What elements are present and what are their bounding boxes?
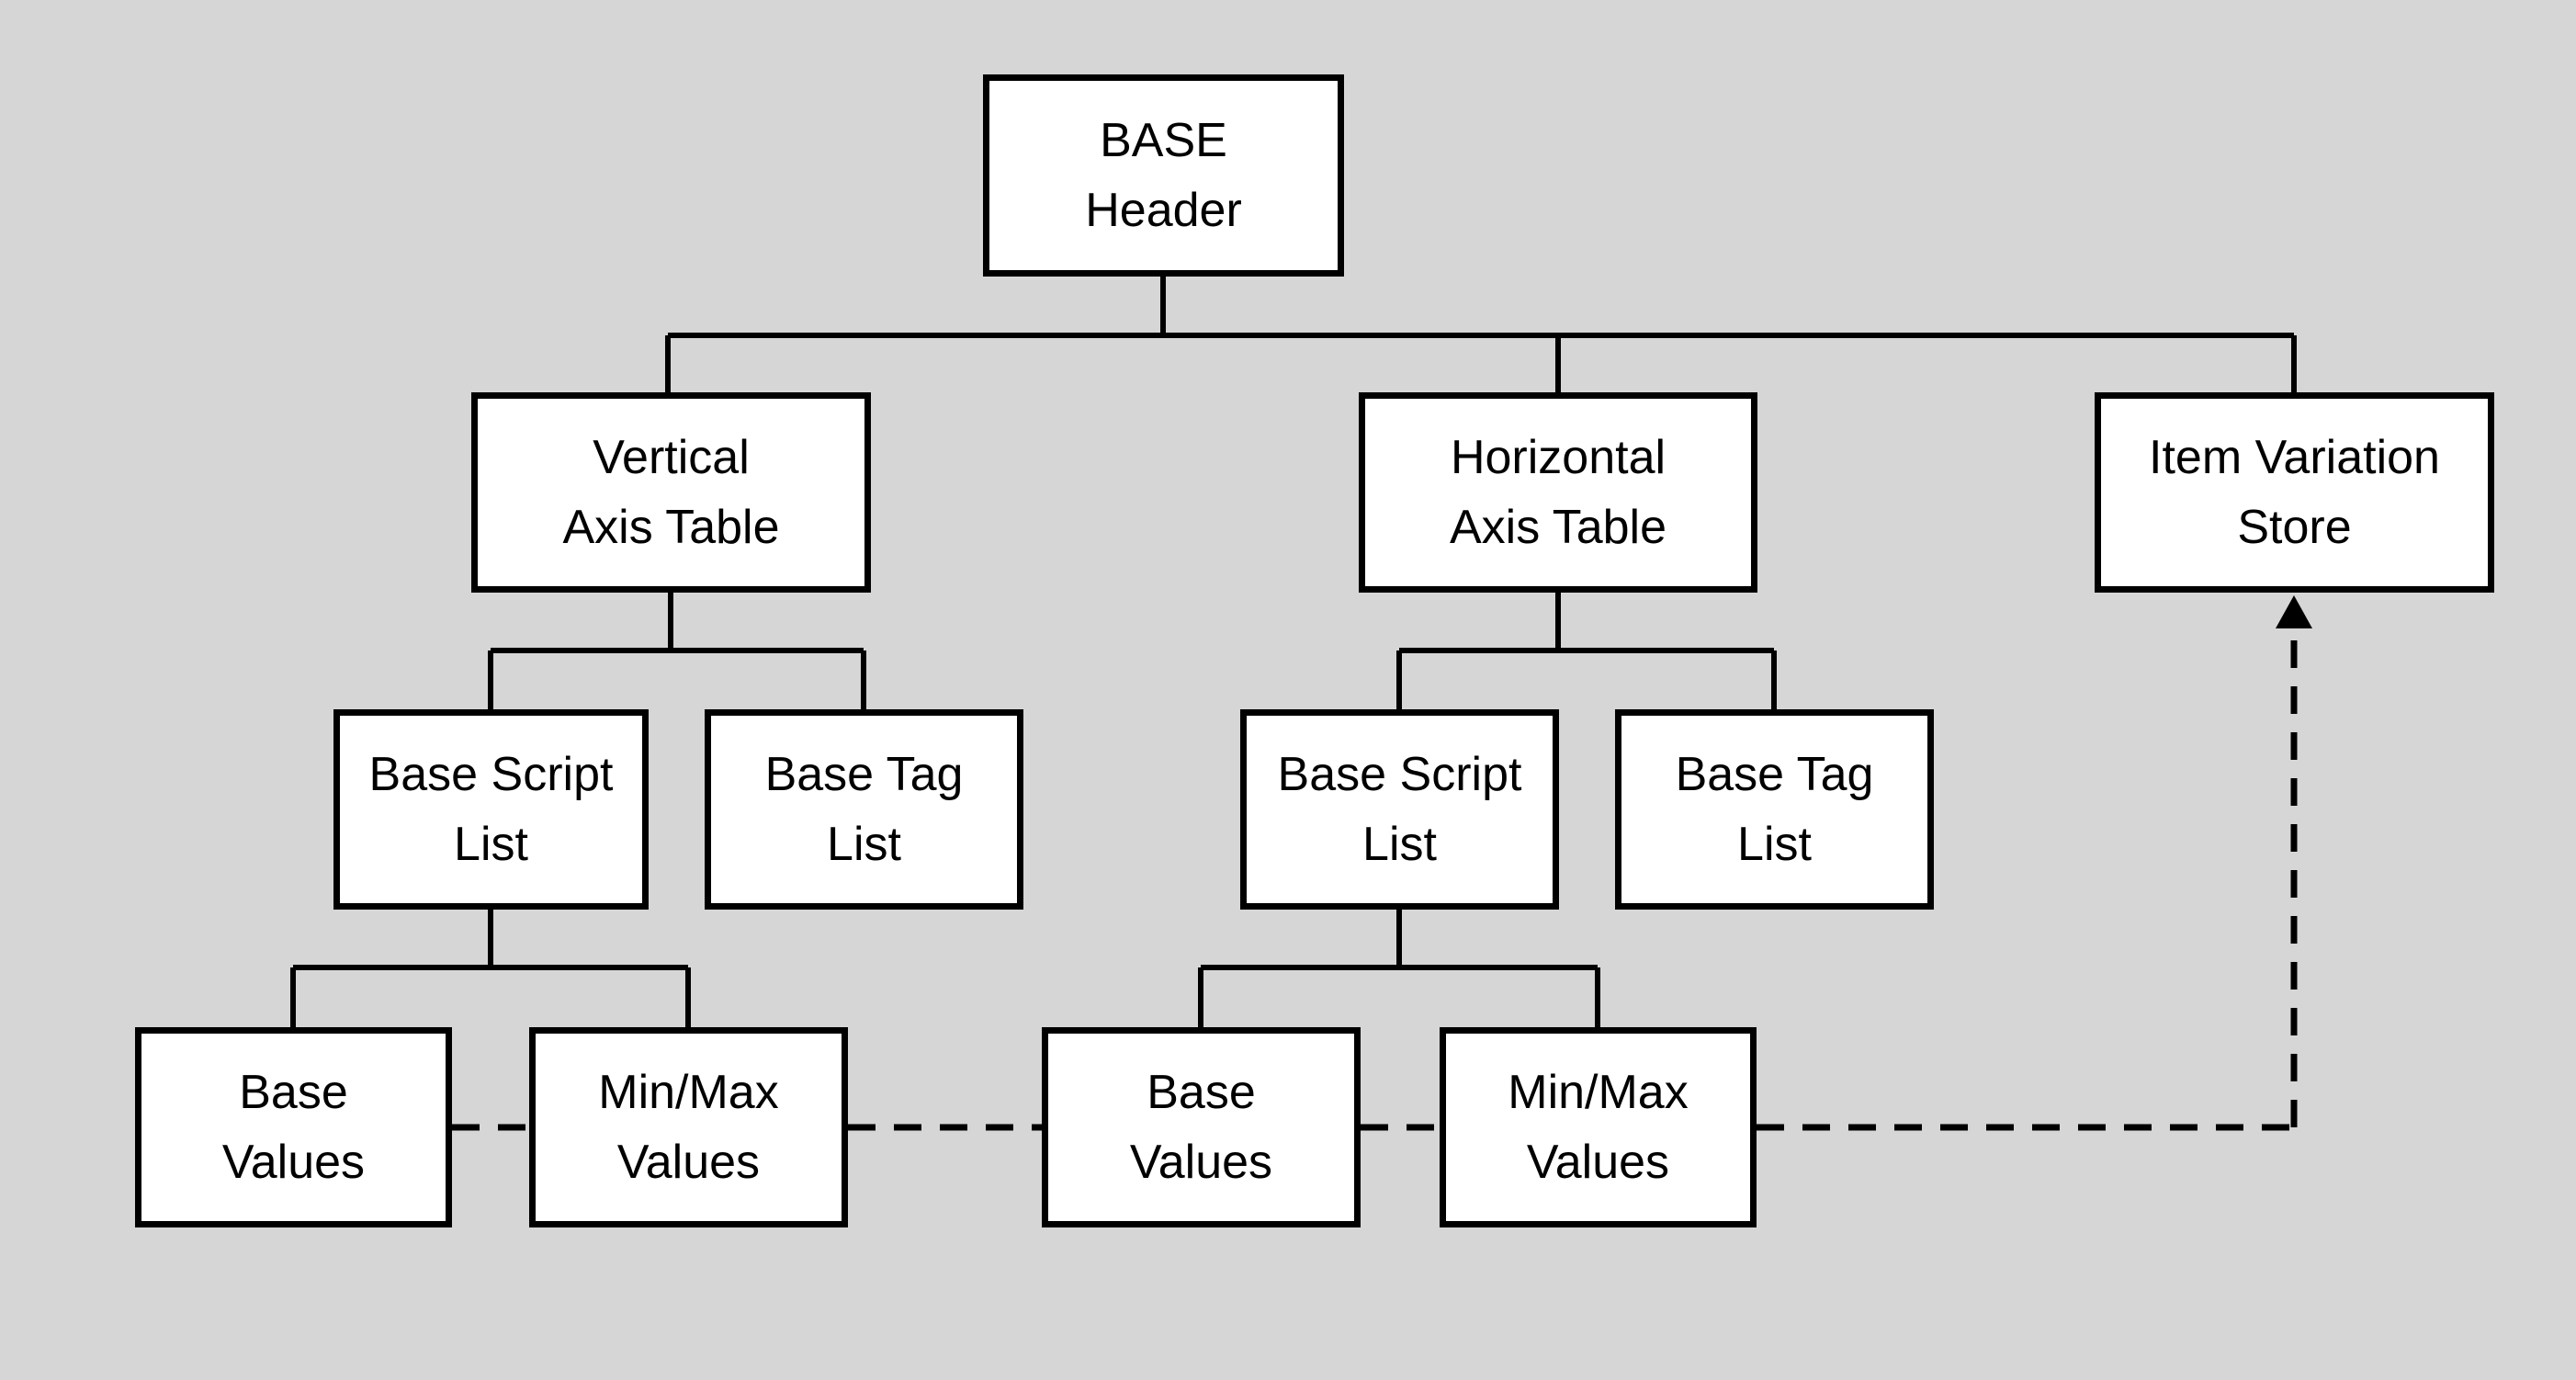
arrow-up-icon [2276,595,2312,628]
node-minmax-values-vertical: Min/Max Values [529,1027,848,1227]
node-base-script-list-horizontal: Base Script List [1240,709,1559,910]
connector-vertical-axis-to-children [488,593,866,709]
node-item-variation-store: Item Variation Store [2095,392,2494,593]
connector-base-script-vertical-to-children [290,910,691,1027]
node-base-tag-list-horizontal: Base Tag List [1615,709,1934,910]
dashed-connectors [452,628,2298,1131]
connector-horizontal-axis-to-children [1396,593,1777,709]
node-base-tag-list-vertical: Base Tag List [705,709,1023,910]
connector-base-header-to-children [665,277,2297,392]
connector-base-script-horizontal-to-children [1198,910,1600,1027]
solid-connectors [290,277,2297,1027]
node-base-values-horizontal: Base Values [1042,1027,1361,1227]
node-base-header: BASE Header [983,74,1344,277]
node-base-script-list-vertical: Base Script List [333,709,649,910]
node-minmax-values-horizontal: Min/Max Values [1440,1027,1757,1227]
node-base-values-vertical: Base Values [135,1027,452,1227]
dashed-link-minmax-h-to-item-variation-store [1757,628,2298,1131]
node-vertical-axis-table: Vertical Axis Table [471,392,871,593]
node-horizontal-axis-table: Horizontal Axis Table [1359,392,1757,593]
